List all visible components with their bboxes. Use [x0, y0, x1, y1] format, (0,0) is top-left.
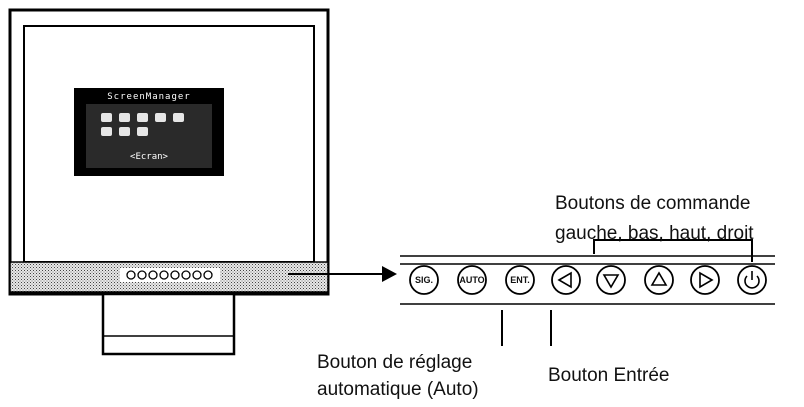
sig-button-label: SIG.: [415, 275, 433, 285]
enter-button-caption: Bouton Entrée: [548, 365, 670, 386]
monitor-mini-buttons: [126, 270, 213, 280]
osd-menu-icon: [155, 113, 166, 122]
control-panel-detail: SIG. AUTO ENT.: [400, 239, 775, 346]
monitor-mini-button: [192, 270, 202, 280]
control-buttons-caption-line2: gauche, bas, haut, droit: [555, 223, 754, 244]
control-buttons-bracket: [593, 239, 753, 262]
triangle-down-icon: [602, 274, 620, 289]
enter-button-label: ENT.: [510, 275, 530, 285]
osd-menu-icon: [119, 113, 130, 122]
monitor-mini-button: [137, 270, 147, 280]
osd-menu-icon: [101, 127, 112, 136]
osd-menu-icons: [101, 113, 184, 136]
monitor-mini-button: [148, 270, 158, 280]
right-button[interactable]: [690, 265, 720, 295]
left-button[interactable]: [551, 265, 581, 295]
osd-menu-icon: [137, 113, 148, 122]
monitor-mini-button: [126, 270, 136, 280]
monitor-mini-button: [203, 270, 213, 280]
auto-button-label: AUTO: [459, 275, 484, 285]
auto-button[interactable]: AUTO: [457, 265, 487, 295]
up-button[interactable]: [644, 265, 674, 295]
osd-title: ScreenManager: [107, 92, 190, 102]
osd-menu-icon: [101, 113, 112, 122]
osd-menu-icon: [137, 127, 148, 136]
monitor: ScreenManager <Ecran>: [8, 8, 330, 356]
control-buttons-caption-line1: Boutons de commande: [555, 193, 751, 214]
osd-menu-icon: [173, 113, 184, 122]
auto-button-caption-line2: automatique (Auto): [317, 379, 479, 400]
auto-button-caption-line1: Bouton de réglage: [317, 352, 473, 373]
power-button[interactable]: [737, 265, 767, 295]
monitor-mini-button: [170, 270, 180, 280]
osd-menu-icon: [119, 127, 130, 136]
triangle-left-icon: [557, 271, 572, 289]
enter-button[interactable]: ENT.: [505, 265, 535, 295]
down-button[interactable]: [596, 265, 626, 295]
osd-window: ScreenManager <Ecran>: [74, 88, 224, 176]
triangle-right-icon: [699, 271, 714, 289]
sig-button[interactable]: SIG.: [409, 265, 439, 295]
osd-subtitle: <Ecran>: [130, 152, 169, 162]
monitor-stand: [101, 292, 236, 356]
power-icon: [744, 271, 760, 289]
pointer-arrow: [288, 266, 397, 282]
triangle-up-icon: [650, 271, 668, 286]
monitor-mini-button: [159, 270, 169, 280]
monitor-mini-button: [181, 270, 191, 280]
